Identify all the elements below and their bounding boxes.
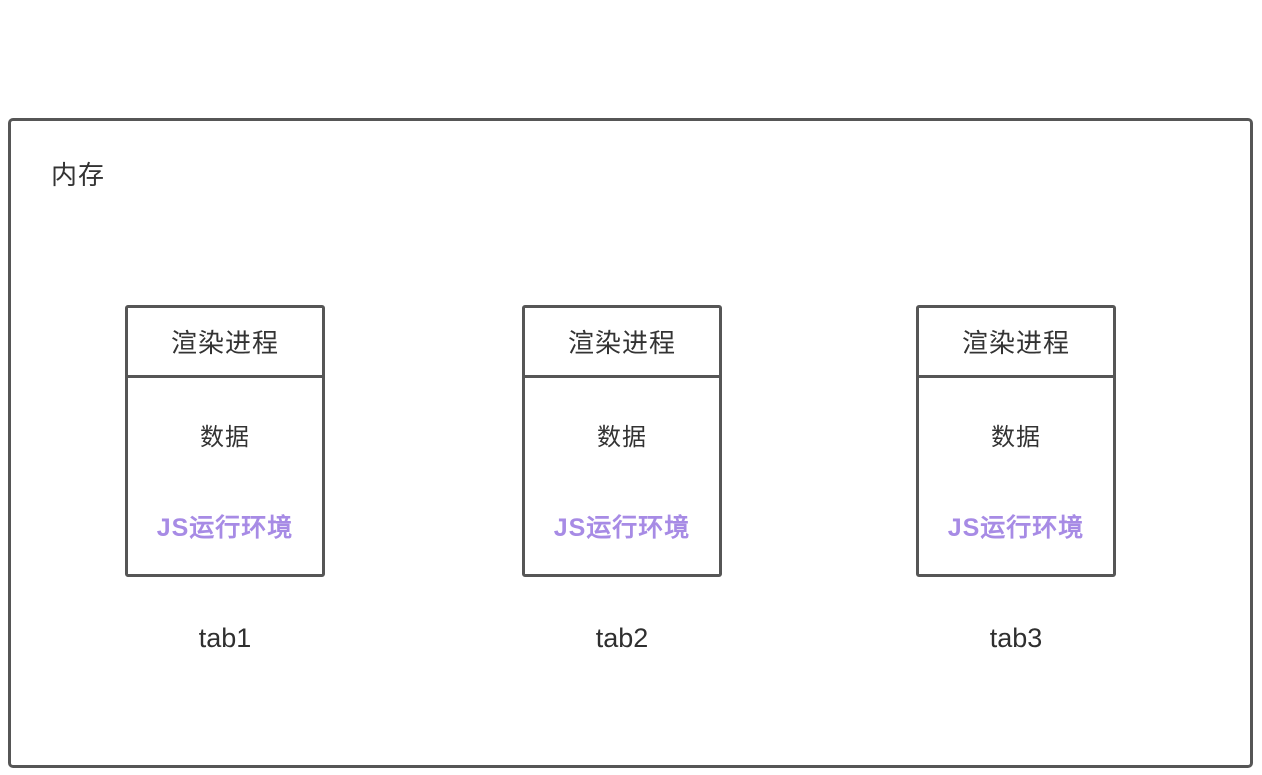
js-runtime-label: JS运行环境 — [947, 513, 1085, 542]
render-process-box: 渲染进程 数据 JS运行环境 — [125, 305, 325, 577]
render-process-body: 数据 JS运行环境 — [525, 378, 719, 574]
render-process-body: 数据 JS运行环境 — [128, 378, 322, 574]
process-column-tab2: 渲染进程 数据 JS运行环境 tab2 — [522, 305, 722, 654]
data-label: 数据 — [200, 423, 250, 451]
data-label: 数据 — [991, 423, 1041, 451]
tab2-label: tab2 — [595, 623, 649, 653]
render-process-box: 渲染进程 数据 JS运行环境 — [916, 305, 1116, 577]
process-column-tab1: 渲染进程 数据 JS运行环境 tab1 — [125, 305, 325, 654]
render-process-box: 渲染进程 数据 JS运行环境 — [522, 305, 722, 577]
js-runtime-label: JS运行环境 — [156, 513, 294, 542]
memory-label: 内存 — [51, 160, 106, 190]
render-process-header: 渲染进程 — [525, 308, 719, 378]
js-runtime-label: JS运行环境 — [553, 513, 691, 542]
process-column-tab3: 渲染进程 数据 JS运行环境 tab3 — [916, 305, 1116, 654]
tab1-label: tab1 — [198, 623, 252, 653]
data-label: 数据 — [597, 423, 647, 451]
memory-box: 内存 渲染进程 数据 JS运行环境 tab1 渲染进程 数据 JS运行环境 ta… — [8, 118, 1253, 768]
render-process-header: 渲染进程 — [919, 308, 1113, 378]
render-process-header: 渲染进程 — [128, 308, 322, 378]
render-process-body: 数据 JS运行环境 — [919, 378, 1113, 574]
tab3-label: tab3 — [989, 623, 1043, 653]
